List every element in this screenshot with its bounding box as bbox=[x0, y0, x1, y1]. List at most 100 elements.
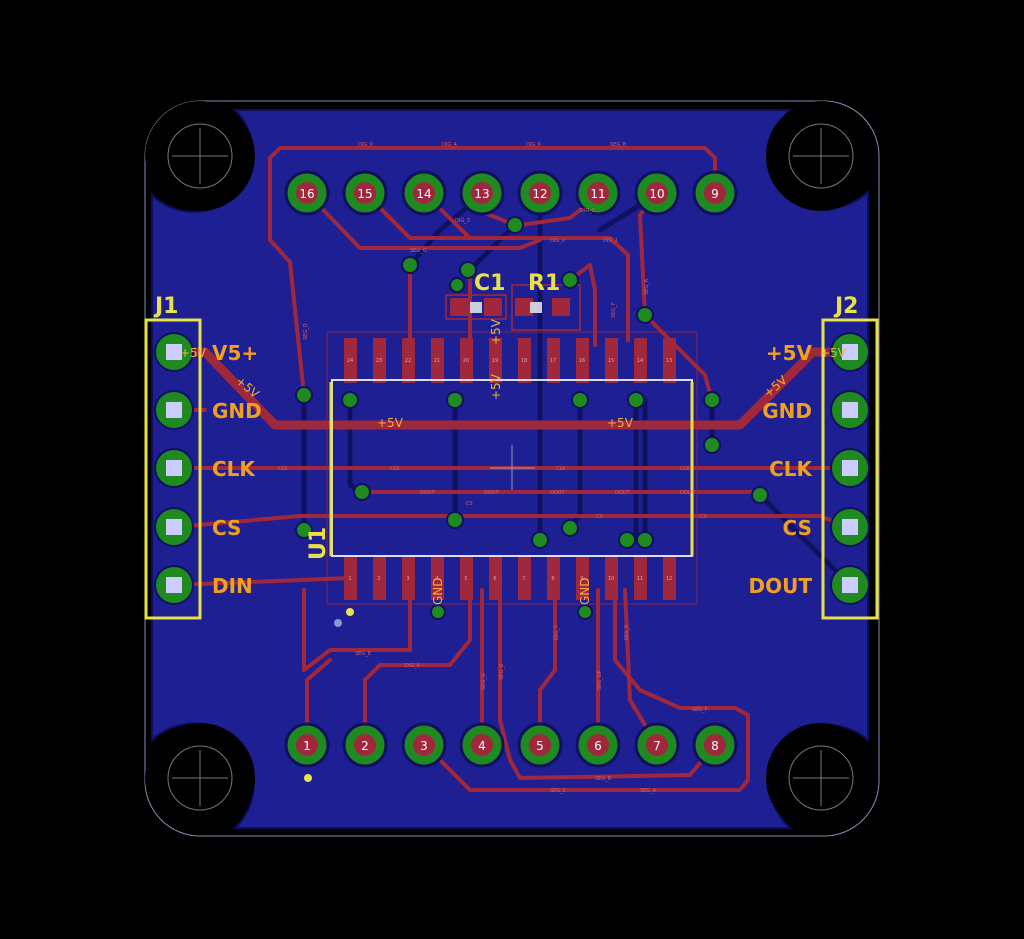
u1-pin-number: 10 bbox=[608, 576, 614, 582]
u1-courtyard bbox=[326, 331, 698, 605]
j2-ref-label: J2 bbox=[833, 294, 859, 319]
header-bottom-pad-label: 1 bbox=[303, 739, 311, 753]
via bbox=[295, 386, 313, 404]
dout-trace-label: DOUT bbox=[420, 490, 435, 496]
j1-pin-4[interactable] bbox=[154, 507, 194, 547]
header-top-pad[interactable]: 11 bbox=[575, 170, 621, 216]
header-top-pad[interactable]: 15 bbox=[342, 170, 388, 216]
via bbox=[446, 391, 464, 409]
header-top-pad-label: 10 bbox=[649, 187, 664, 201]
header-top-pad-label: 13 bbox=[474, 187, 489, 201]
header-bottom-pad[interactable]: 5 bbox=[517, 722, 563, 768]
j1-pin-3[interactable] bbox=[154, 448, 194, 488]
j2-pin2-label: GND bbox=[762, 399, 812, 423]
connector-j1 bbox=[144, 318, 202, 620]
mounting-holes bbox=[145, 101, 876, 833]
u1-pin-number: 14 bbox=[637, 358, 643, 364]
net-label-5v: +5V bbox=[607, 416, 634, 430]
j2-pin-4[interactable] bbox=[830, 507, 870, 547]
u1-pin-number: 11 bbox=[637, 576, 643, 582]
tiny-trace-label: SEG_DP bbox=[597, 670, 603, 690]
tiny-trace-label: SEG_A bbox=[644, 278, 650, 295]
tiny-trace-label: CS bbox=[700, 514, 707, 520]
u1-pin-number: 20 bbox=[463, 358, 469, 364]
header-top-pad[interactable]: 12 bbox=[517, 170, 563, 216]
u1-pin-number: 19 bbox=[492, 358, 498, 364]
header-bottom-pad-label: 7 bbox=[653, 739, 661, 753]
header-bottom-pad[interactable]: 6 bbox=[575, 722, 621, 768]
dout-trace-label: DOUT bbox=[484, 490, 499, 496]
header-top-pad-label: 9 bbox=[711, 187, 719, 201]
smd-footprints bbox=[445, 284, 581, 331]
j1-pin2-label: GND bbox=[212, 399, 262, 423]
header-top-pad[interactable]: 13 bbox=[459, 170, 505, 216]
via bbox=[446, 511, 464, 529]
header-bottom-pad-label: 5 bbox=[536, 739, 544, 753]
via bbox=[401, 256, 419, 274]
u1-pin-number: 15 bbox=[608, 358, 614, 364]
header-top-pad-label: 12 bbox=[532, 187, 547, 201]
header-top-pad[interactable]: 10 bbox=[634, 170, 680, 216]
j2-pin-2[interactable] bbox=[830, 390, 870, 430]
u1-pin-number: 2 bbox=[377, 576, 380, 582]
j2-pin4-label: CS bbox=[783, 516, 812, 540]
via bbox=[751, 486, 769, 504]
header-top: 16 15 14 13 12 11 10 9 bbox=[284, 170, 738, 216]
ic-u1 bbox=[326, 331, 698, 605]
j1-pin-1[interactable] bbox=[154, 332, 194, 372]
mount-hole-bottom-left bbox=[145, 723, 255, 833]
net-label-5v-vert: +5V bbox=[489, 318, 503, 345]
via bbox=[341, 391, 359, 409]
tiny-trace-label: SEG_F bbox=[611, 302, 617, 318]
header-bottom-pad[interactable]: 7 bbox=[634, 722, 680, 768]
tiny-trace-label: DIG_7 bbox=[554, 625, 560, 640]
header-top-pad-label: 16 bbox=[299, 187, 314, 201]
header-top-pad-label: 15 bbox=[357, 187, 372, 201]
tiny-trace-label: SEG_F bbox=[692, 707, 708, 713]
j1-pin-5[interactable] bbox=[154, 565, 194, 605]
u1-pin-number: 5 bbox=[464, 576, 467, 582]
u1-silk-outline bbox=[329, 382, 694, 556]
fiducial bbox=[346, 608, 354, 616]
tiny-trace-label: DIG_3 bbox=[455, 218, 470, 224]
mount-hole-top-left bbox=[145, 101, 255, 211]
tiny-trace-label: SEG_C bbox=[550, 788, 567, 794]
header-top-pad[interactable]: 14 bbox=[401, 170, 447, 216]
via bbox=[636, 531, 654, 549]
dout-trace-label: DOUT bbox=[615, 490, 630, 496]
u1-pin-number: 23 bbox=[376, 358, 382, 364]
tiny-trace-label: DIG_6 bbox=[405, 663, 420, 669]
header-bottom-pad[interactable]: 8 bbox=[692, 722, 738, 768]
tiny-trace-label: CLK bbox=[278, 466, 288, 472]
tiny-trace-label: DIG_6 bbox=[526, 142, 541, 148]
header-top-pad-label: 11 bbox=[590, 187, 605, 201]
tiny-trace-label: DIG_4 bbox=[442, 142, 457, 148]
j1-pin4-label: CS bbox=[212, 516, 241, 540]
via bbox=[571, 391, 589, 409]
j1-pin-2[interactable] bbox=[154, 390, 194, 430]
header-bottom-pad[interactable]: 2 bbox=[342, 722, 388, 768]
tiny-trace-label: CS bbox=[466, 501, 473, 507]
header-top-pad[interactable]: 16 bbox=[284, 170, 330, 216]
header-bottom-pad[interactable]: 1 bbox=[284, 722, 330, 768]
tiny-trace-label: SEG_A bbox=[640, 788, 657, 794]
tiny-trace-label: CLK bbox=[556, 466, 566, 472]
j2-pin-3[interactable] bbox=[830, 448, 870, 488]
j2-pin-5[interactable] bbox=[830, 565, 870, 605]
header-bottom-pad[interactable]: 3 bbox=[401, 722, 447, 768]
vias bbox=[295, 216, 769, 620]
u1-pin-number: 4 bbox=[435, 576, 438, 582]
u1-pin-number: 6 bbox=[493, 576, 496, 582]
j2-pin-1[interactable] bbox=[830, 332, 870, 372]
j1-pin5-label: DIN bbox=[212, 574, 253, 598]
u1-pin-number: 22 bbox=[405, 358, 411, 364]
via bbox=[627, 391, 645, 409]
header-top-pad[interactable]: 9 bbox=[692, 170, 738, 216]
header-bottom-pad[interactable]: 4 bbox=[459, 722, 505, 768]
u1-pin-number: 7 bbox=[522, 576, 525, 582]
tiny-trace-label: CS bbox=[596, 514, 603, 520]
via bbox=[295, 521, 313, 539]
u1-pin-number: 8 bbox=[551, 576, 554, 582]
tiny-trace-label: SEG_G bbox=[410, 248, 427, 254]
tiny-trace-label: SEG_B bbox=[610, 142, 627, 148]
